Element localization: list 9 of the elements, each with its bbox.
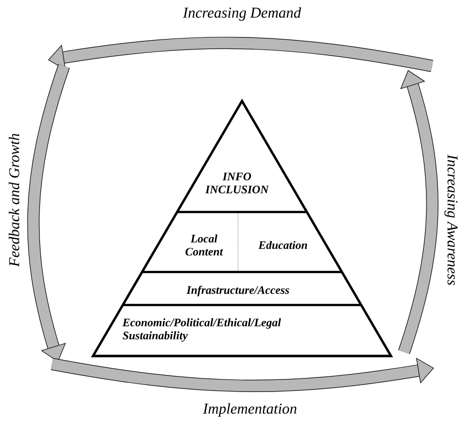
layer-label: INFO INCLUSION bbox=[205, 172, 269, 194]
layer-label: Education bbox=[258, 240, 308, 250]
cycle-label: Increasing Awareness bbox=[444, 154, 458, 286]
layer-label: Local Content bbox=[186, 234, 224, 256]
layer-label: Economic/Political/Ethical/Legal Sustainability bbox=[122, 318, 281, 342]
cycle-label: Increasing Demand bbox=[182, 7, 302, 21]
cycle-label: Feedback and Growth bbox=[8, 134, 20, 267]
layer-label: Infrastructure/Access bbox=[186, 286, 290, 296]
cycle-label: Implementation bbox=[202, 403, 296, 417]
